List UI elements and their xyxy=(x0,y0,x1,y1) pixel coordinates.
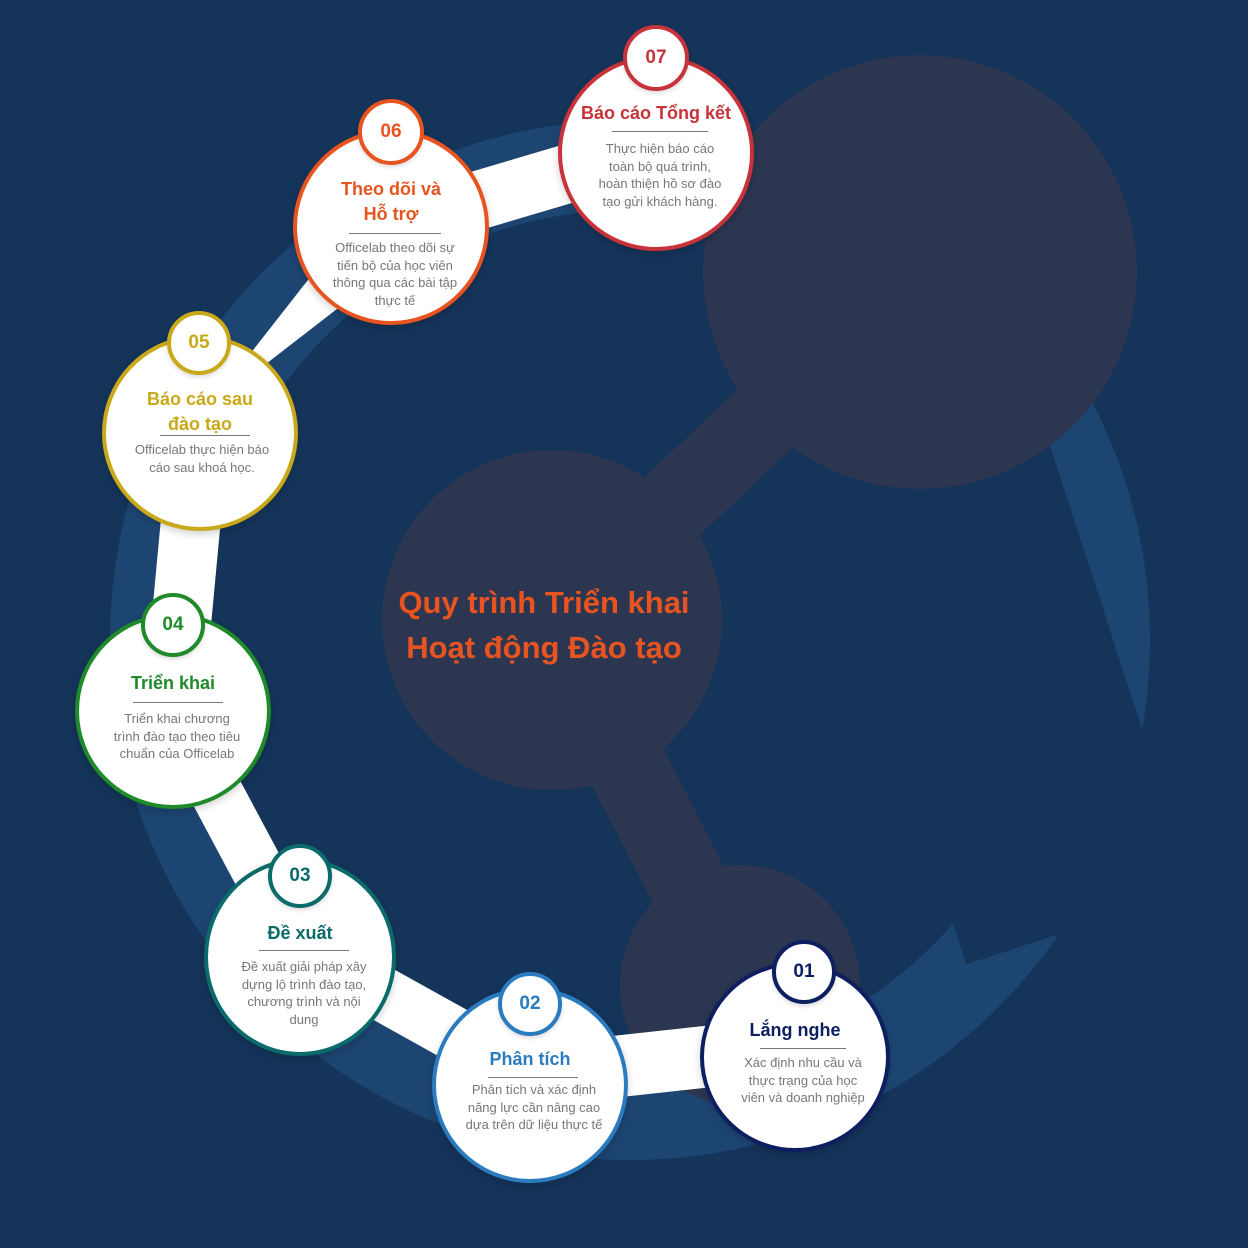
step-04-title: Triển khai xyxy=(130,673,216,693)
center-circle xyxy=(382,450,722,790)
step-07-badge: 07 xyxy=(623,25,689,91)
step-06-badge: 06 xyxy=(358,99,424,165)
step-01-title: Lắng nghe xyxy=(749,1020,841,1040)
step-01-description: Xác định nhu cầu và thực trạng của học v… xyxy=(741,1055,865,1105)
step-02-divider xyxy=(488,1077,578,1078)
step-03-description: Đề xuất giải pháp xây dựng lộ trình đào … xyxy=(241,959,367,1027)
step-05-title-line-2: đào tạo xyxy=(167,414,232,434)
step-02-circle: Phân tích Phân tích và xác định năng lực… xyxy=(432,987,628,1183)
step-04-badge: 04 xyxy=(141,593,205,657)
step-06-title: Theo dõi và Hỗ trợ xyxy=(297,177,485,227)
step-03-divider xyxy=(259,950,349,951)
step-05-description: Officelab thực hiện báo cáo sau khoá học… xyxy=(134,442,270,475)
step-06-title-line-1: Theo dõi và xyxy=(340,179,441,199)
step-05-divider xyxy=(160,435,250,436)
step-07-title: Báo cáo Tổng kết xyxy=(580,103,732,123)
large-decor-circle xyxy=(703,55,1137,489)
diagram-title-line-1: Quy trình Triển khai xyxy=(398,585,690,620)
step-02-description: Phân tích và xác định năng lực cần nâng … xyxy=(465,1082,603,1132)
step-03-title: Đề xuất xyxy=(267,923,333,943)
step-06-circle: Theo dõi và Hỗ trợ Officelab theo dõi sự… xyxy=(293,129,489,325)
step-04-divider xyxy=(133,702,223,703)
step-02-badge: 02 xyxy=(498,972,562,1036)
step-06-description: Officelab theo dõi sự tiến bộ của học vi… xyxy=(332,240,458,308)
ring-gap xyxy=(805,395,1195,965)
step-02-title: Phân tích xyxy=(489,1049,571,1069)
step-06-divider xyxy=(349,233,441,234)
step-01-circle: Lắng nghe Xác định nhu cầu và thực trạng… xyxy=(700,962,890,1152)
step-07-description: Thực hiện báo cáo toàn bộ quá trình, hoà… xyxy=(598,141,722,209)
step-03-badge: 03 xyxy=(268,844,332,908)
step-06-title-line-2: Hỗ trợ xyxy=(363,204,419,224)
step-01-badge: 01 xyxy=(772,940,836,1004)
step-05-badge: 05 xyxy=(167,311,231,375)
step-01-divider xyxy=(760,1048,846,1049)
step-05-title-line-1: Báo cáo sau xyxy=(146,389,254,409)
step-07-divider xyxy=(612,131,708,132)
diagram-title-line-2: Hoạt động Đào tạo xyxy=(406,630,682,665)
step-03-circle: Đề xuất Đề xuất giải pháp xây dựng lộ tr… xyxy=(204,858,396,1056)
step-05-title: Báo cáo sau đào tạo xyxy=(106,387,294,437)
step-04-description: Triển khai chương trình đào tạo theo tiê… xyxy=(113,711,241,761)
diagram-title: Quy trình Triển khai Hoạt động Đào tạo xyxy=(352,580,736,670)
